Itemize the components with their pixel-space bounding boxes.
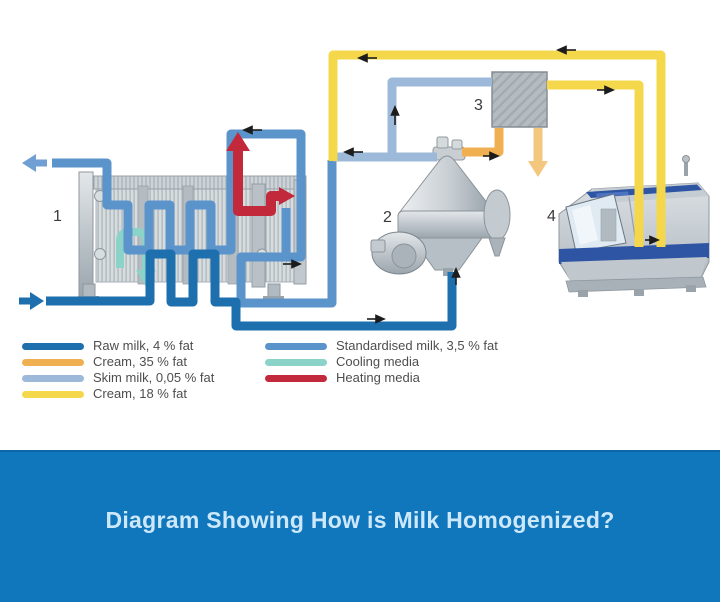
legend-label: Cream, 35 % fat — [93, 354, 187, 369]
heat-exchanger-top-rail — [92, 175, 307, 190]
legend: Raw milk, 4 % fat Cream, 35 % fat Skim m… — [0, 338, 720, 408]
legend-label: Skim milk, 0,05 % fat — [93, 370, 215, 385]
label-heat-exchanger: 1 — [53, 208, 62, 225]
flow-arrow-left-icon — [242, 125, 262, 135]
flow-arrow-left-icon — [343, 147, 363, 157]
legend-item-skim-milk: Skim milk, 0,05 % fat — [22, 370, 214, 386]
legend-swatch — [265, 374, 327, 382]
label-separator: 2 — [383, 209, 392, 226]
flow-arrow-right-icon — [483, 151, 500, 161]
process-diagram: 1 3 2 — [19, 45, 710, 331]
heating-up-arrow-icon — [226, 132, 250, 151]
flow-arrow-left-icon — [357, 53, 377, 63]
frame-post-left — [78, 171, 94, 298]
heating-right-arrow-icon — [279, 187, 295, 205]
standardisation-box — [491, 71, 548, 128]
heat-exchanger-unit: 1 — [53, 171, 307, 301]
separator-pod — [483, 189, 511, 241]
separator-bowl — [397, 210, 497, 239]
flow-arrow-left-icon — [556, 45, 576, 55]
standardisation-unit: 3 — [474, 71, 548, 128]
skim-milk-pipe — [333, 77, 492, 162]
legend-label: Heating media — [336, 370, 420, 385]
foot — [634, 289, 644, 296]
legend-item-heating-media: Heating media — [265, 370, 498, 386]
flow-arrow-right-icon — [283, 259, 302, 269]
legend-swatch — [22, 374, 84, 382]
follower-plate — [251, 183, 266, 288]
legend-label: Raw milk, 4 % fat — [93, 338, 194, 353]
heating-media-pipe — [226, 132, 295, 216]
legend-item-cream-18: Cream, 18 % fat — [22, 386, 214, 402]
legend-item-raw-milk: Raw milk, 4 % fat — [22, 338, 214, 354]
legend-label: Cooling media — [336, 354, 420, 369]
legend-swatch — [265, 358, 327, 366]
outlet-arrow-icon — [22, 154, 47, 172]
legend-right-column: Standardised milk, 3,5 % fat Cooling med… — [265, 338, 498, 386]
leg — [82, 283, 96, 299]
title-banner: Diagram Showing How is Milk Homogenized? — [0, 450, 720, 602]
leg — [267, 283, 281, 299]
flow-arrow-up-icon — [451, 267, 461, 285]
legend-item-cooling-media: Cooling media — [265, 354, 498, 370]
separator-cone — [397, 155, 497, 214]
cream18-pipe — [328, 50, 666, 247]
cream35-pipe — [462, 128, 548, 177]
legend-item-cream-35: Cream, 35 % fat — [22, 354, 214, 370]
banner-title: Diagram Showing How is Milk Homogenized? — [105, 507, 615, 533]
legend-swatch — [22, 358, 84, 366]
legend-swatch — [22, 390, 84, 398]
flow-arrow-right-icon — [597, 85, 615, 95]
raw-milk-pipe — [19, 249, 457, 331]
legend-item-standardised-milk: Standardised milk, 3,5 % fat — [265, 338, 498, 354]
standardised-milk-pipe — [22, 129, 337, 308]
foot — [578, 290, 588, 297]
surplus-cream-arrow-icon — [528, 161, 548, 177]
base-plate — [565, 276, 707, 293]
flow-arrow-right-icon — [645, 235, 660, 245]
legend-label: Standardised milk, 3,5 % fat — [336, 338, 498, 353]
legend-left-column: Raw milk, 4 % fat Cream, 35 % fat Skim m… — [22, 338, 214, 402]
label-homogenizer: 4 — [547, 208, 556, 225]
legend-label: Cream, 18 % fat — [93, 386, 187, 401]
separator-unit: 2 — [370, 136, 511, 276]
flow-arrows — [242, 45, 660, 324]
homogenizer-unit: 4 — [547, 155, 710, 297]
legend-swatch — [22, 342, 84, 350]
legend-swatch — [265, 342, 327, 350]
foot — [686, 285, 696, 292]
separator-funnel — [411, 237, 483, 271]
flow-arrow-up-icon — [390, 105, 400, 125]
flow-arrow-right-icon — [367, 314, 386, 324]
inlet-arrow-icon — [19, 292, 44, 310]
valve-stem — [684, 160, 688, 176]
label-standardisation-unit: 3 — [474, 97, 483, 114]
port-fitting — [94, 248, 106, 260]
